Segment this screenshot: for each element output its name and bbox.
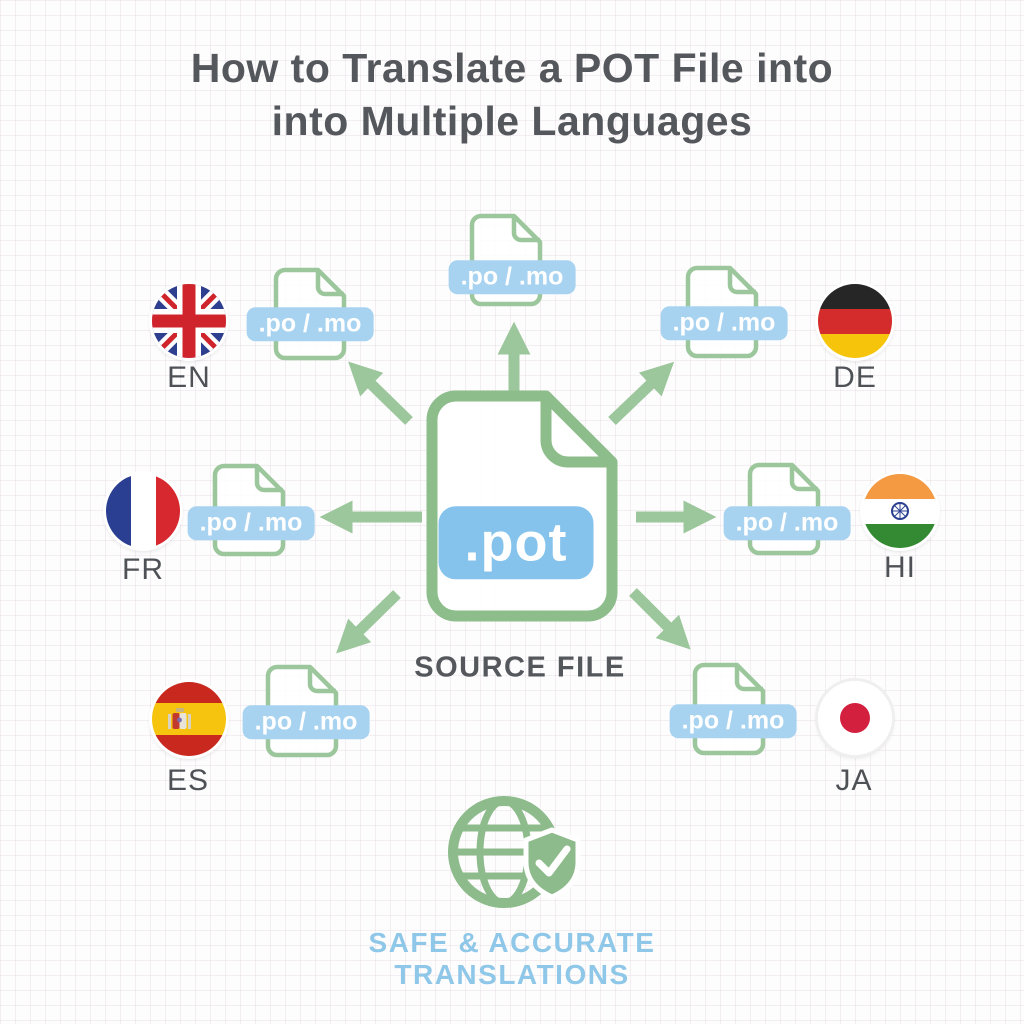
globe-shield-check-icon [448, 796, 581, 908]
arrow-down-right [629, 588, 691, 650]
pot-extension-badge: .pot [438, 506, 594, 580]
footer-line2: TRANSLATIONS [394, 959, 630, 990]
japan-flag-icon [818, 681, 892, 755]
lang-code-fr: FR [122, 553, 164, 586]
lang-code-es: ES [166, 764, 210, 797]
po-mo-badge-en: .po / .mo [246, 307, 374, 341]
page-title-line2: into Multiple Languages [271, 98, 753, 144]
po-mo-badge-es: .po / .mo [242, 705, 370, 739]
source-file-caption: SOURCE FILE [414, 651, 626, 684]
united-kingdom-flag-icon [152, 284, 226, 358]
lang-code-hi: HI [884, 551, 916, 584]
spain-flag-icon [152, 682, 226, 756]
po-mo-badge-ja: .po / .mo [669, 704, 797, 738]
po-mo-badge-de: .po / .mo [660, 306, 788, 340]
page-title-line1: How to Translate a POT File into [190, 45, 834, 91]
lang-code-de: DE [833, 361, 877, 394]
arrow-up-left [348, 361, 413, 425]
lang-code-en: EN [167, 361, 211, 394]
lang-code-ja: JA [835, 764, 873, 797]
arrow-down-left [336, 590, 401, 654]
po-mo-badge-top: .po / .mo [448, 260, 576, 294]
po-mo-badge-fr: .po / .mo [187, 506, 315, 540]
germany-flag-icon [818, 284, 892, 358]
arrow-up-right [608, 361, 675, 425]
india-flag-icon [863, 474, 937, 548]
po-mo-badge-hi: .po / .mo [723, 506, 851, 540]
france-flag-icon [106, 474, 180, 548]
page-title: How to Translate a POT File into into Mu… [0, 42, 1024, 148]
footer-line1: SAFE & ACCURATE [368, 927, 656, 958]
